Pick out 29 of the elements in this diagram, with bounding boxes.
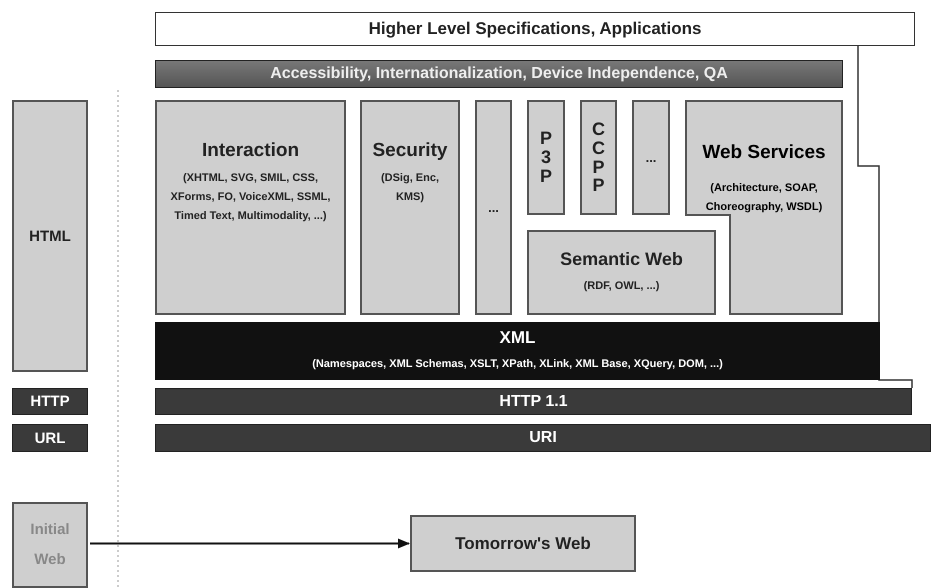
layer-box — [155, 100, 346, 315]
layer-bar: URL — [12, 424, 88, 452]
layer-title: Semantic Web — [559, 249, 684, 272]
layer-bar: HTTP — [12, 388, 88, 415]
layer-box: Higher Level Specifications, Applications — [155, 12, 915, 46]
layer-box — [527, 230, 716, 315]
layer-box: Initial Web — [12, 502, 88, 588]
layer-title: XML — [498, 328, 536, 350]
layer-bar: URI — [155, 424, 931, 452]
layer-title: Interaction — [200, 140, 300, 163]
layer-title: Security — [372, 140, 448, 163]
arrow — [90, 538, 410, 548]
layer-box: Tomorrow's Web — [410, 515, 636, 572]
layer-bar — [155, 322, 880, 380]
layer-bar: HTTP 1.1 — [155, 388, 912, 415]
layer-description: (Namespaces, XML Schemas, XSLT, XPath, XLink, XML Base, XQuery, DOM, ...) — [311, 356, 724, 372]
layer-box — [360, 100, 460, 315]
layer-box: ... — [475, 100, 512, 315]
layer-title: Web Services — [701, 142, 827, 165]
layer-box: P3P — [527, 100, 565, 215]
layer-band: Accessibility, Internationalization, Device Independence, QA — [155, 60, 843, 88]
layer-box: HTML — [12, 100, 88, 372]
layer-box: ... — [632, 100, 670, 215]
layer-description: (DSig, Enc, KMS) — [380, 170, 440, 206]
layer-description: (RDF, OWL, ...) — [582, 278, 660, 294]
layer-box — [685, 100, 843, 315]
layer-description: (XHTML, SVG, SMIL, CSS, XForms, FO, VoiceXML, SSML, Timed Text, Multimodality, ...) — [170, 170, 332, 224]
layer-box: CCPP — [580, 100, 617, 215]
layer-description: (Architecture, SOAP, Choreography, WSDL) — [704, 180, 824, 216]
